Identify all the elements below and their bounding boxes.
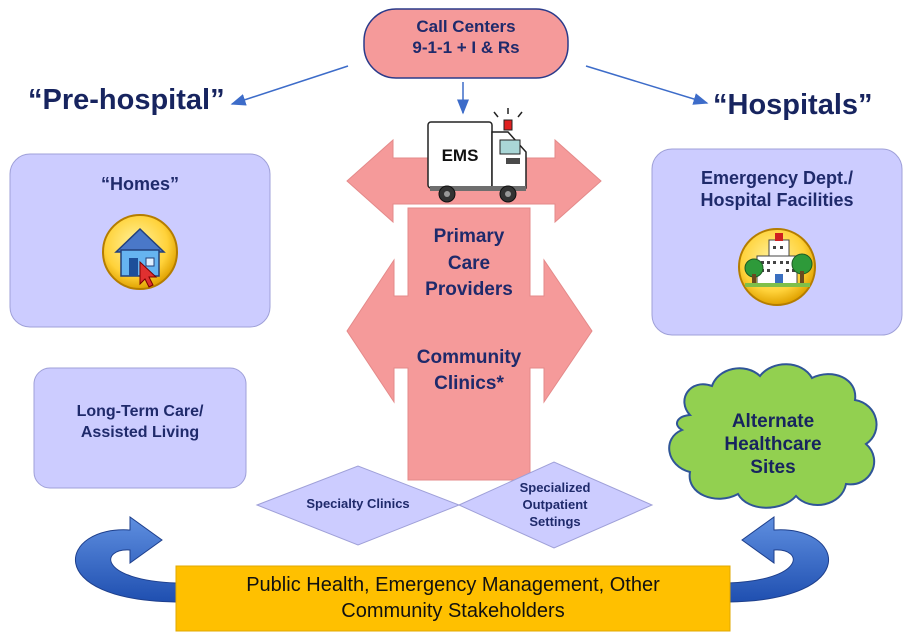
specialized-outpatient-line2: Outpatient	[522, 496, 588, 512]
call-centers-label: Call Centers 9-1-1 + I & Rs	[364, 17, 568, 58]
arrow-to-prehospital	[230, 65, 349, 106]
specialized-outpatient-line1: Specialized	[519, 480, 591, 495]
house-icon	[102, 214, 178, 290]
alternate-sites-line1: Alternate	[731, 411, 815, 432]
hospitals-title: “Hospitals”	[713, 89, 873, 121]
long-term-care-line2: Assisted Living	[80, 423, 200, 441]
stakeholders-label: Public Health, Emergency Management, Oth…	[176, 572, 730, 625]
alternate-sites-label: Alternate Healthcare Sites	[712, 410, 834, 480]
left-curved-arrow	[74, 516, 177, 603]
call-centers-line1: Call Centers	[416, 17, 516, 36]
hospital-icon	[738, 228, 816, 306]
hospital-facilities-line1: Emergency Dept./	[700, 168, 854, 188]
arrow-to-hospitals	[585, 65, 709, 105]
long-term-care-line1: Long-Term Care/	[76, 403, 204, 420]
primary-care-line3: Providers	[425, 279, 513, 301]
long-term-care-box	[33, 367, 247, 489]
stakeholders-line2: Community Stakeholders	[341, 600, 565, 623]
alternate-sites-cloud	[668, 363, 878, 509]
community-clinics-line1: Community	[416, 347, 522, 368]
prehospital-title: “Pre-hospital”	[28, 84, 225, 116]
stakeholders-bar	[175, 565, 731, 632]
stakeholders-line1: Public Health, Emergency Management, Oth…	[246, 574, 660, 596]
specialized-outpatient-label: Specialized Outpatient Settings	[494, 480, 616, 531]
community-clinics-label: Community Clinics*	[398, 345, 540, 396]
primary-care-label: Primary Care Providers	[408, 224, 530, 304]
call-centers-pill	[363, 8, 569, 79]
right-curved-arrow	[727, 516, 830, 603]
specialized-outpatient-line3: Settings	[529, 513, 581, 529]
primary-care-line2: Care	[447, 252, 491, 274]
community-clinics-line2: Clinics*	[434, 372, 504, 394]
long-term-care-label: Long-Term Care/ Assisted Living	[34, 402, 246, 444]
primary-care-line1: Primary	[433, 226, 505, 247]
call-centers-line2: 9-1-1 + I & Rs	[412, 37, 520, 57]
homes-title: “Homes”	[100, 174, 180, 194]
ambulance-icon	[427, 108, 527, 203]
ems-label: EMS	[441, 146, 479, 165]
specialty-clinics-label: Specialty Clinics	[306, 496, 410, 511]
alternate-sites-line3: Sites	[750, 457, 796, 479]
hospital-facilities-line2: Hospital Facilities	[700, 189, 854, 210]
alternate-sites-line2: Healthcare	[724, 434, 822, 456]
specialized-outpatient-diamond	[457, 461, 654, 549]
hospital-facilities-label: Emergency Dept./ Hospital Facilities	[652, 168, 902, 212]
